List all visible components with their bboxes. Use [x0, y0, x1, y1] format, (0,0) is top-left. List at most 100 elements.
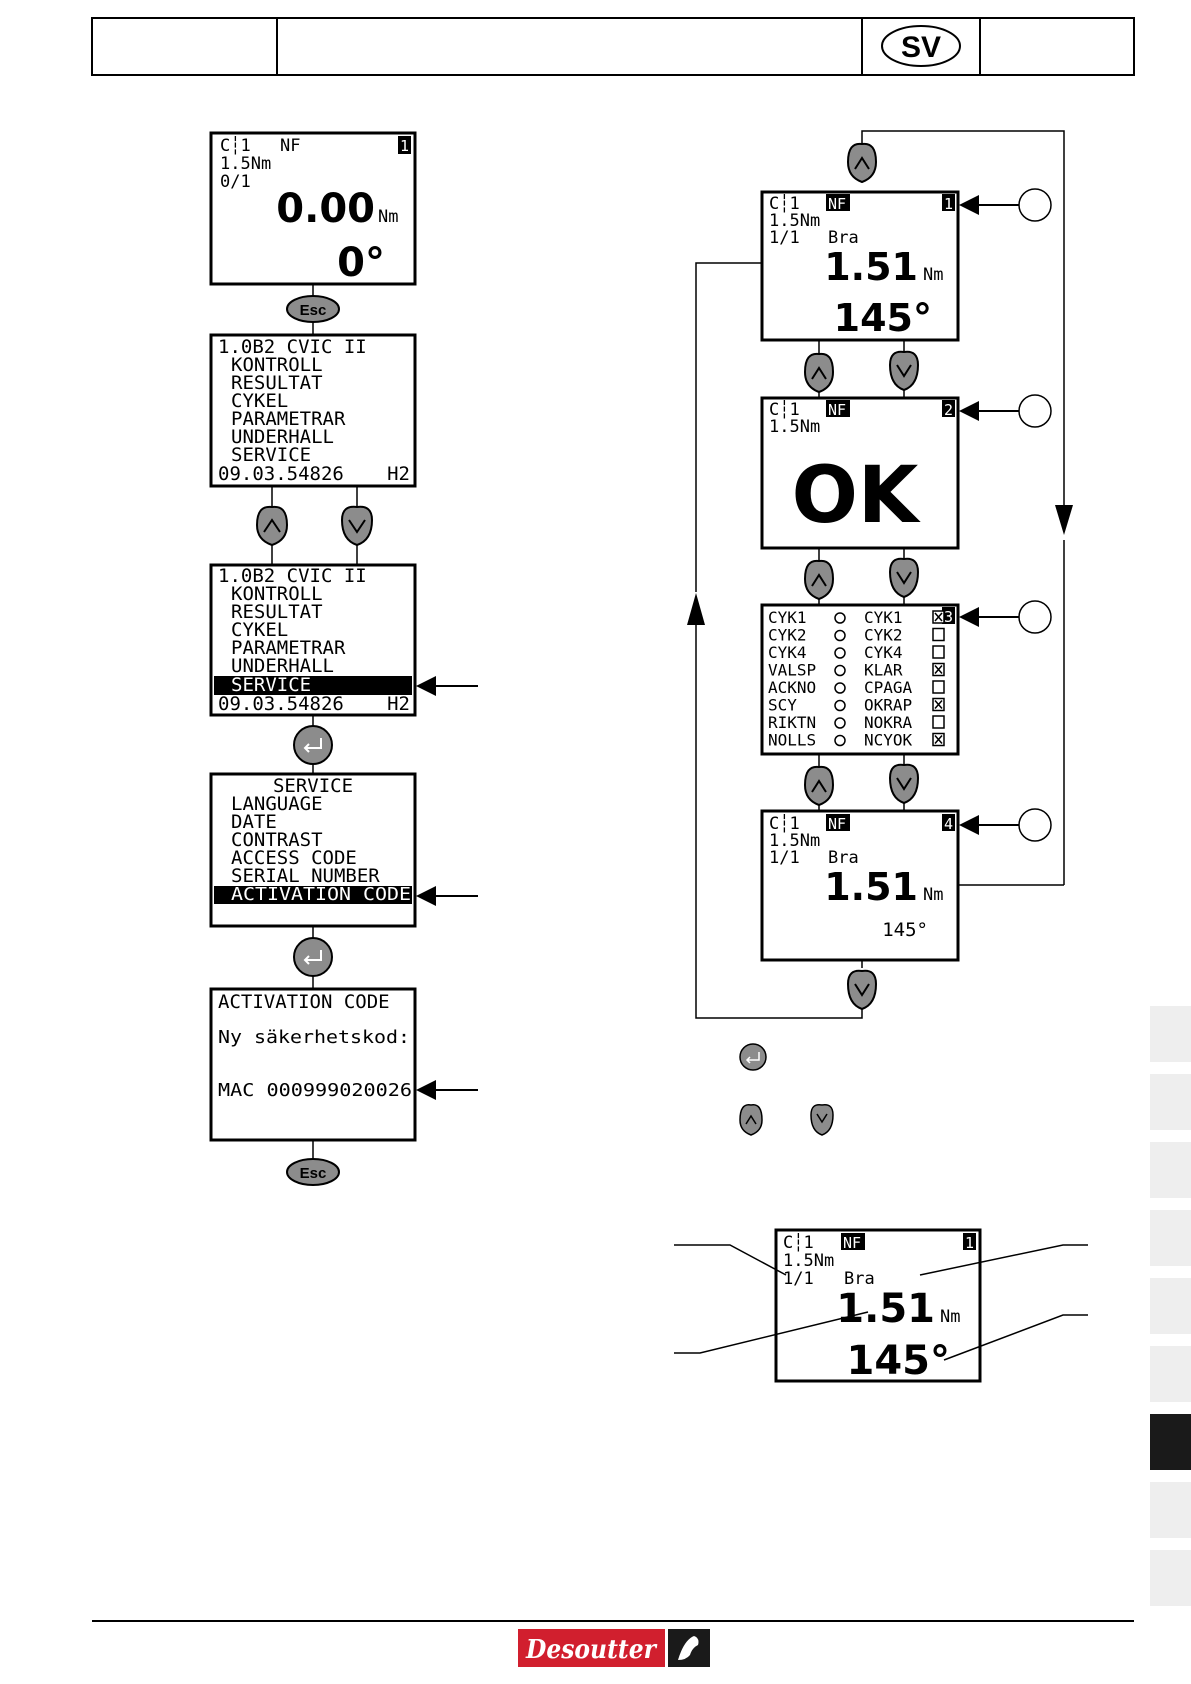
service-title: SERVICE [273, 775, 353, 797]
service-item-language: LANGUAGE [231, 793, 323, 815]
enter-button[interactable] [293, 725, 333, 765]
language-badge-label: SV [901, 31, 941, 64]
torque-value: 1.51 [836, 1286, 935, 1332]
legend-down-button [810, 1103, 834, 1136]
side-tab[interactable] [1150, 1210, 1191, 1266]
flag-right-label: CYK1 [864, 608, 903, 627]
status-circle-icon [834, 699, 846, 712]
flag-left-label: RIKTN [768, 713, 816, 732]
esc-button[interactable]: Esc [286, 295, 340, 323]
flag-right-label: NCYOK [864, 731, 913, 750]
mode-indicator: NF [828, 195, 846, 213]
flow-arrow-up [687, 593, 705, 625]
language-badge [881, 25, 961, 67]
down-button[interactable] [846, 969, 878, 1011]
legend-enter-button [739, 1043, 767, 1071]
flag-left-label: SCY [768, 696, 797, 715]
down-button[interactable] [888, 763, 920, 805]
target-torque: 1.5Nm [783, 1251, 834, 1271]
cycle-count: 1/1 [783, 1269, 814, 1289]
mode-indicator: NF [828, 815, 846, 833]
enter-icon [745, 1052, 760, 1064]
flow-arrow-down [1055, 505, 1073, 535]
target-torque: 1.5Nm [220, 154, 271, 174]
up-button[interactable] [255, 505, 289, 547]
flag-left-label: ACKNO [768, 678, 816, 697]
activation-title: ACTIVATION CODE [218, 991, 390, 1013]
angle-value: 145° [834, 296, 932, 340]
page-header: SV [91, 17, 1135, 76]
up-button[interactable] [803, 765, 835, 807]
side-tab[interactable] [1150, 1142, 1191, 1198]
lcd-result-screen-4: C┆1 NF 4 1.5Nm 1/1 Bra 1.51 Nm 145° [760, 809, 960, 962]
checkbox-icon [932, 645, 945, 659]
mac-address: MAC 000999020026 [218, 1080, 412, 1101]
mode-indicator: NF [828, 401, 846, 419]
service-item-serial-number: SERIAL NUMBER [231, 865, 380, 887]
chevron-down-icon [896, 364, 912, 378]
menu-item-cykel: CYKEL [231, 390, 288, 412]
side-tab-active[interactable] [1150, 1414, 1191, 1470]
legend-up-button [739, 1104, 763, 1136]
side-tab[interactable] [1150, 1278, 1191, 1334]
chevron-up-icon [811, 573, 827, 587]
side-tab[interactable] [1150, 1006, 1191, 1062]
side-tab[interactable] [1150, 1482, 1191, 1538]
mode-indicator: NF [280, 136, 300, 156]
service-item-access-code: ACCESS CODE [231, 847, 357, 869]
side-tab[interactable] [1150, 1074, 1191, 1130]
checkmark-x-icon [934, 665, 943, 674]
screen-index: 4 [944, 815, 953, 833]
chevron-up-icon [263, 518, 281, 533]
lcd-idle-screen: C┆1 NF 1 1.5Nm 0/1 0.00 Nm 0° [209, 131, 417, 286]
bird-logo-icon [678, 1636, 699, 1660]
down-button[interactable] [888, 350, 920, 392]
callout-circle [1018, 808, 1052, 842]
tool-indicator: C┆1 [769, 193, 800, 214]
down-button[interactable] [340, 505, 374, 547]
up-button[interactable] [803, 352, 835, 394]
down-button[interactable] [888, 557, 920, 599]
side-tab[interactable] [1150, 1550, 1191, 1606]
lcd-detail-screen: C┆1 NF 1 1.5Nm 1/1 Bra 1.51 Nm 145° [774, 1228, 982, 1384]
menu-footer-code: 09.03.54826 [218, 463, 344, 485]
screen-index: 1 [965, 1234, 974, 1252]
enter-button[interactable] [293, 937, 333, 977]
status-circle-icon [834, 717, 846, 729]
service-item-date: DATE [231, 811, 277, 833]
flag-left-label: VALSP [768, 661, 816, 680]
angle-value: 145° [882, 919, 928, 941]
up-button[interactable] [846, 142, 878, 184]
esc-button-label: Esc [300, 1165, 327, 1182]
torque-value: 0.00 [276, 186, 375, 232]
torque-unit: Nm [378, 207, 398, 227]
brand-logo: Desoutter [518, 1629, 710, 1667]
menu-item-kontroll: KONTROLL [231, 354, 323, 376]
brand-name: Desoutter [525, 1635, 658, 1665]
tool-indicator: C┆1 [769, 399, 800, 420]
angle-value: 145° [847, 1338, 951, 1384]
side-tab[interactable] [1150, 1346, 1191, 1402]
target-torque: 1.5Nm [769, 211, 820, 231]
esc-button[interactable]: Esc [286, 1158, 340, 1186]
lcd-main-menu-service-selected: 1.0B2 CVIC II KONTROLL RESULTAT CYKEL PA… [209, 563, 417, 717]
esc-button-label: Esc [300, 302, 327, 319]
status-circle-icon [834, 664, 846, 677]
torque-unit: Nm [923, 885, 943, 905]
menu-item-parametrar: PARAMETRAR [231, 637, 346, 659]
torque-unit: Nm [923, 265, 943, 285]
up-button[interactable] [803, 559, 835, 601]
status-circle-icon [834, 647, 846, 659]
cycle-count: 1/1 [769, 228, 800, 248]
menu-footer-tag: H2 [387, 693, 410, 715]
menu-item-resultat: RESULTAT [231, 372, 323, 394]
angle-value: 0° [337, 240, 385, 286]
mode-indicator: NF [843, 1234, 861, 1252]
